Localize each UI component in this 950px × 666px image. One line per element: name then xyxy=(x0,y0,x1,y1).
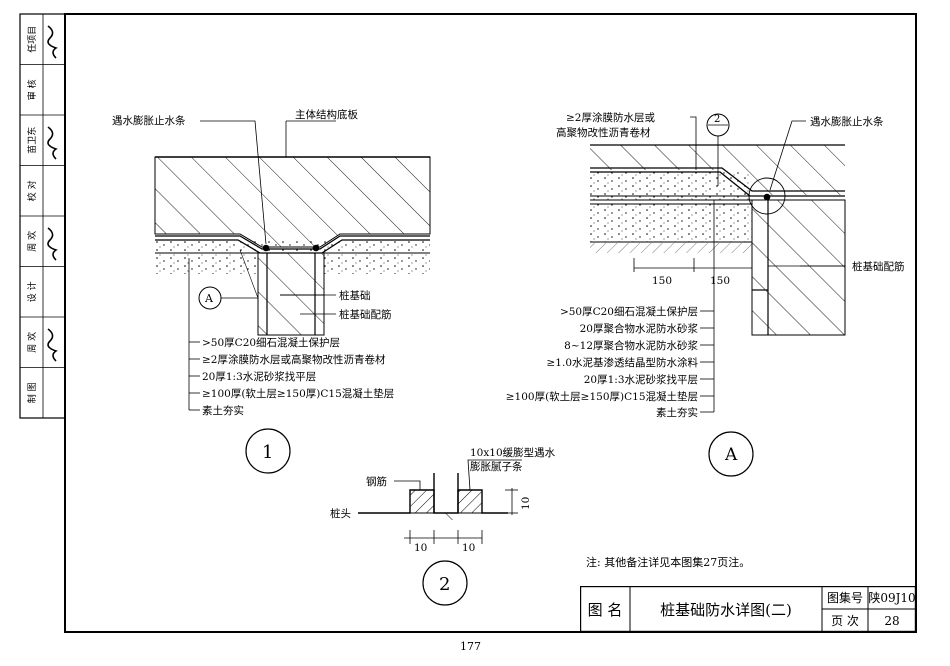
da-layer-4: ≥1.0水泥基渗透结晶型防水涂料 xyxy=(547,356,699,369)
d2-dim-h: 10 xyxy=(520,497,532,510)
da-layer-1: >50厚C20细石混凝土保护层 xyxy=(560,305,698,318)
d2-dim-w2: 10 xyxy=(462,542,475,554)
sheet-note: 注: 其他备注详见本图集27页注。 xyxy=(586,555,750,569)
d2-label-putty-2: 膨胀腻子条 xyxy=(470,460,523,473)
da-label-strip: 遇水膨胀止水条 xyxy=(810,115,884,128)
da-dim-2: 150 xyxy=(710,275,730,287)
da-marker-2: 2 xyxy=(714,114,720,125)
d1-marker-a: A xyxy=(204,292,214,305)
d1-layer-3: 20厚1:3水泥砂浆找平层 xyxy=(202,370,316,383)
d1-number: 1 xyxy=(262,442,273,463)
d1-layer-2: ≥2厚涂膜防水层或高聚物改性沥青卷材 xyxy=(202,353,386,366)
d2-label-putty-1: 10x10缓膨型遇水 xyxy=(470,446,556,459)
d1-label-pile: 桩基础 xyxy=(339,289,371,302)
d2-number: 2 xyxy=(439,574,450,595)
atlas-number: 陕09J10 xyxy=(868,591,916,605)
title-name-label: 图 名 xyxy=(587,600,623,619)
page-label: 页 次 xyxy=(831,614,859,628)
signature-2 xyxy=(47,126,58,160)
detail-2 xyxy=(358,459,522,606)
d2-label-pile-head: 桩头 xyxy=(330,507,351,520)
da-layer-6: ≥100厚(软土层≥150厚)C15混凝土垫层 xyxy=(506,390,698,403)
page-number-cell: 28 xyxy=(884,613,900,628)
d1-label-waterstop: 遇水膨胀止水条 xyxy=(112,114,186,127)
da-label-rebar: 桩基础配筋 xyxy=(852,260,905,273)
d1-layer-1: >50厚C20细石混凝土保护层 xyxy=(202,336,340,349)
sidebar-role-4: 周 欢 xyxy=(26,231,38,252)
da-label-coat-2: 高聚物改性沥青卷材 xyxy=(556,126,651,139)
d2-label-rebar: 钢筋 xyxy=(366,475,387,488)
sidebar-role-3: 校 对 xyxy=(26,180,38,201)
title-block: 图 名 桩基础防水详图(二) 图集号 陕09J10 页 次 28 xyxy=(580,586,916,632)
da-layer-3: 8~12厚聚合物水泥防水砂浆 xyxy=(564,339,698,352)
drawing-title: 桩基础防水详图(二) xyxy=(660,600,792,619)
da-layer-2: 20厚聚合物水泥防水砂浆 xyxy=(580,322,699,335)
sidebar-role-0: 任项目 xyxy=(26,26,38,53)
d1-label-rebar: 桩基础配筋 xyxy=(339,308,392,321)
d1-label-slab: 主体结构底板 xyxy=(295,108,358,121)
signature-4 xyxy=(47,227,58,261)
da-layer-7: 素土夯实 xyxy=(656,406,698,419)
signature-0 xyxy=(47,25,58,59)
da-layer-5: 20厚1:3水泥砂浆找平层 xyxy=(584,373,698,386)
signature-6 xyxy=(47,328,58,362)
da-number: A xyxy=(724,445,738,465)
sidebar-role-7: 制 图 xyxy=(26,382,38,403)
d1-layer-4: ≥100厚(软土层≥150厚)C15混凝土垫层 xyxy=(202,387,394,400)
da-dim-1: 150 xyxy=(652,275,672,287)
d2-dim-w1: 10 xyxy=(414,542,427,554)
sidebar-role-6: 周 欢 xyxy=(26,332,38,353)
page-number: 177 xyxy=(460,640,481,653)
da-label-coat-1: ≥2厚涂膜防水层或 xyxy=(566,111,655,124)
detail-1 xyxy=(154,120,431,474)
sidebar-role-5: 设 计 xyxy=(26,281,38,302)
detail-a xyxy=(590,113,846,477)
sidebar-role-2: 苗卫东 xyxy=(26,127,38,154)
sidebar-role-1: 审 核 xyxy=(26,79,38,100)
d1-layer-5: 素土夯实 xyxy=(202,404,244,417)
atlas-label: 图集号 xyxy=(826,591,863,605)
